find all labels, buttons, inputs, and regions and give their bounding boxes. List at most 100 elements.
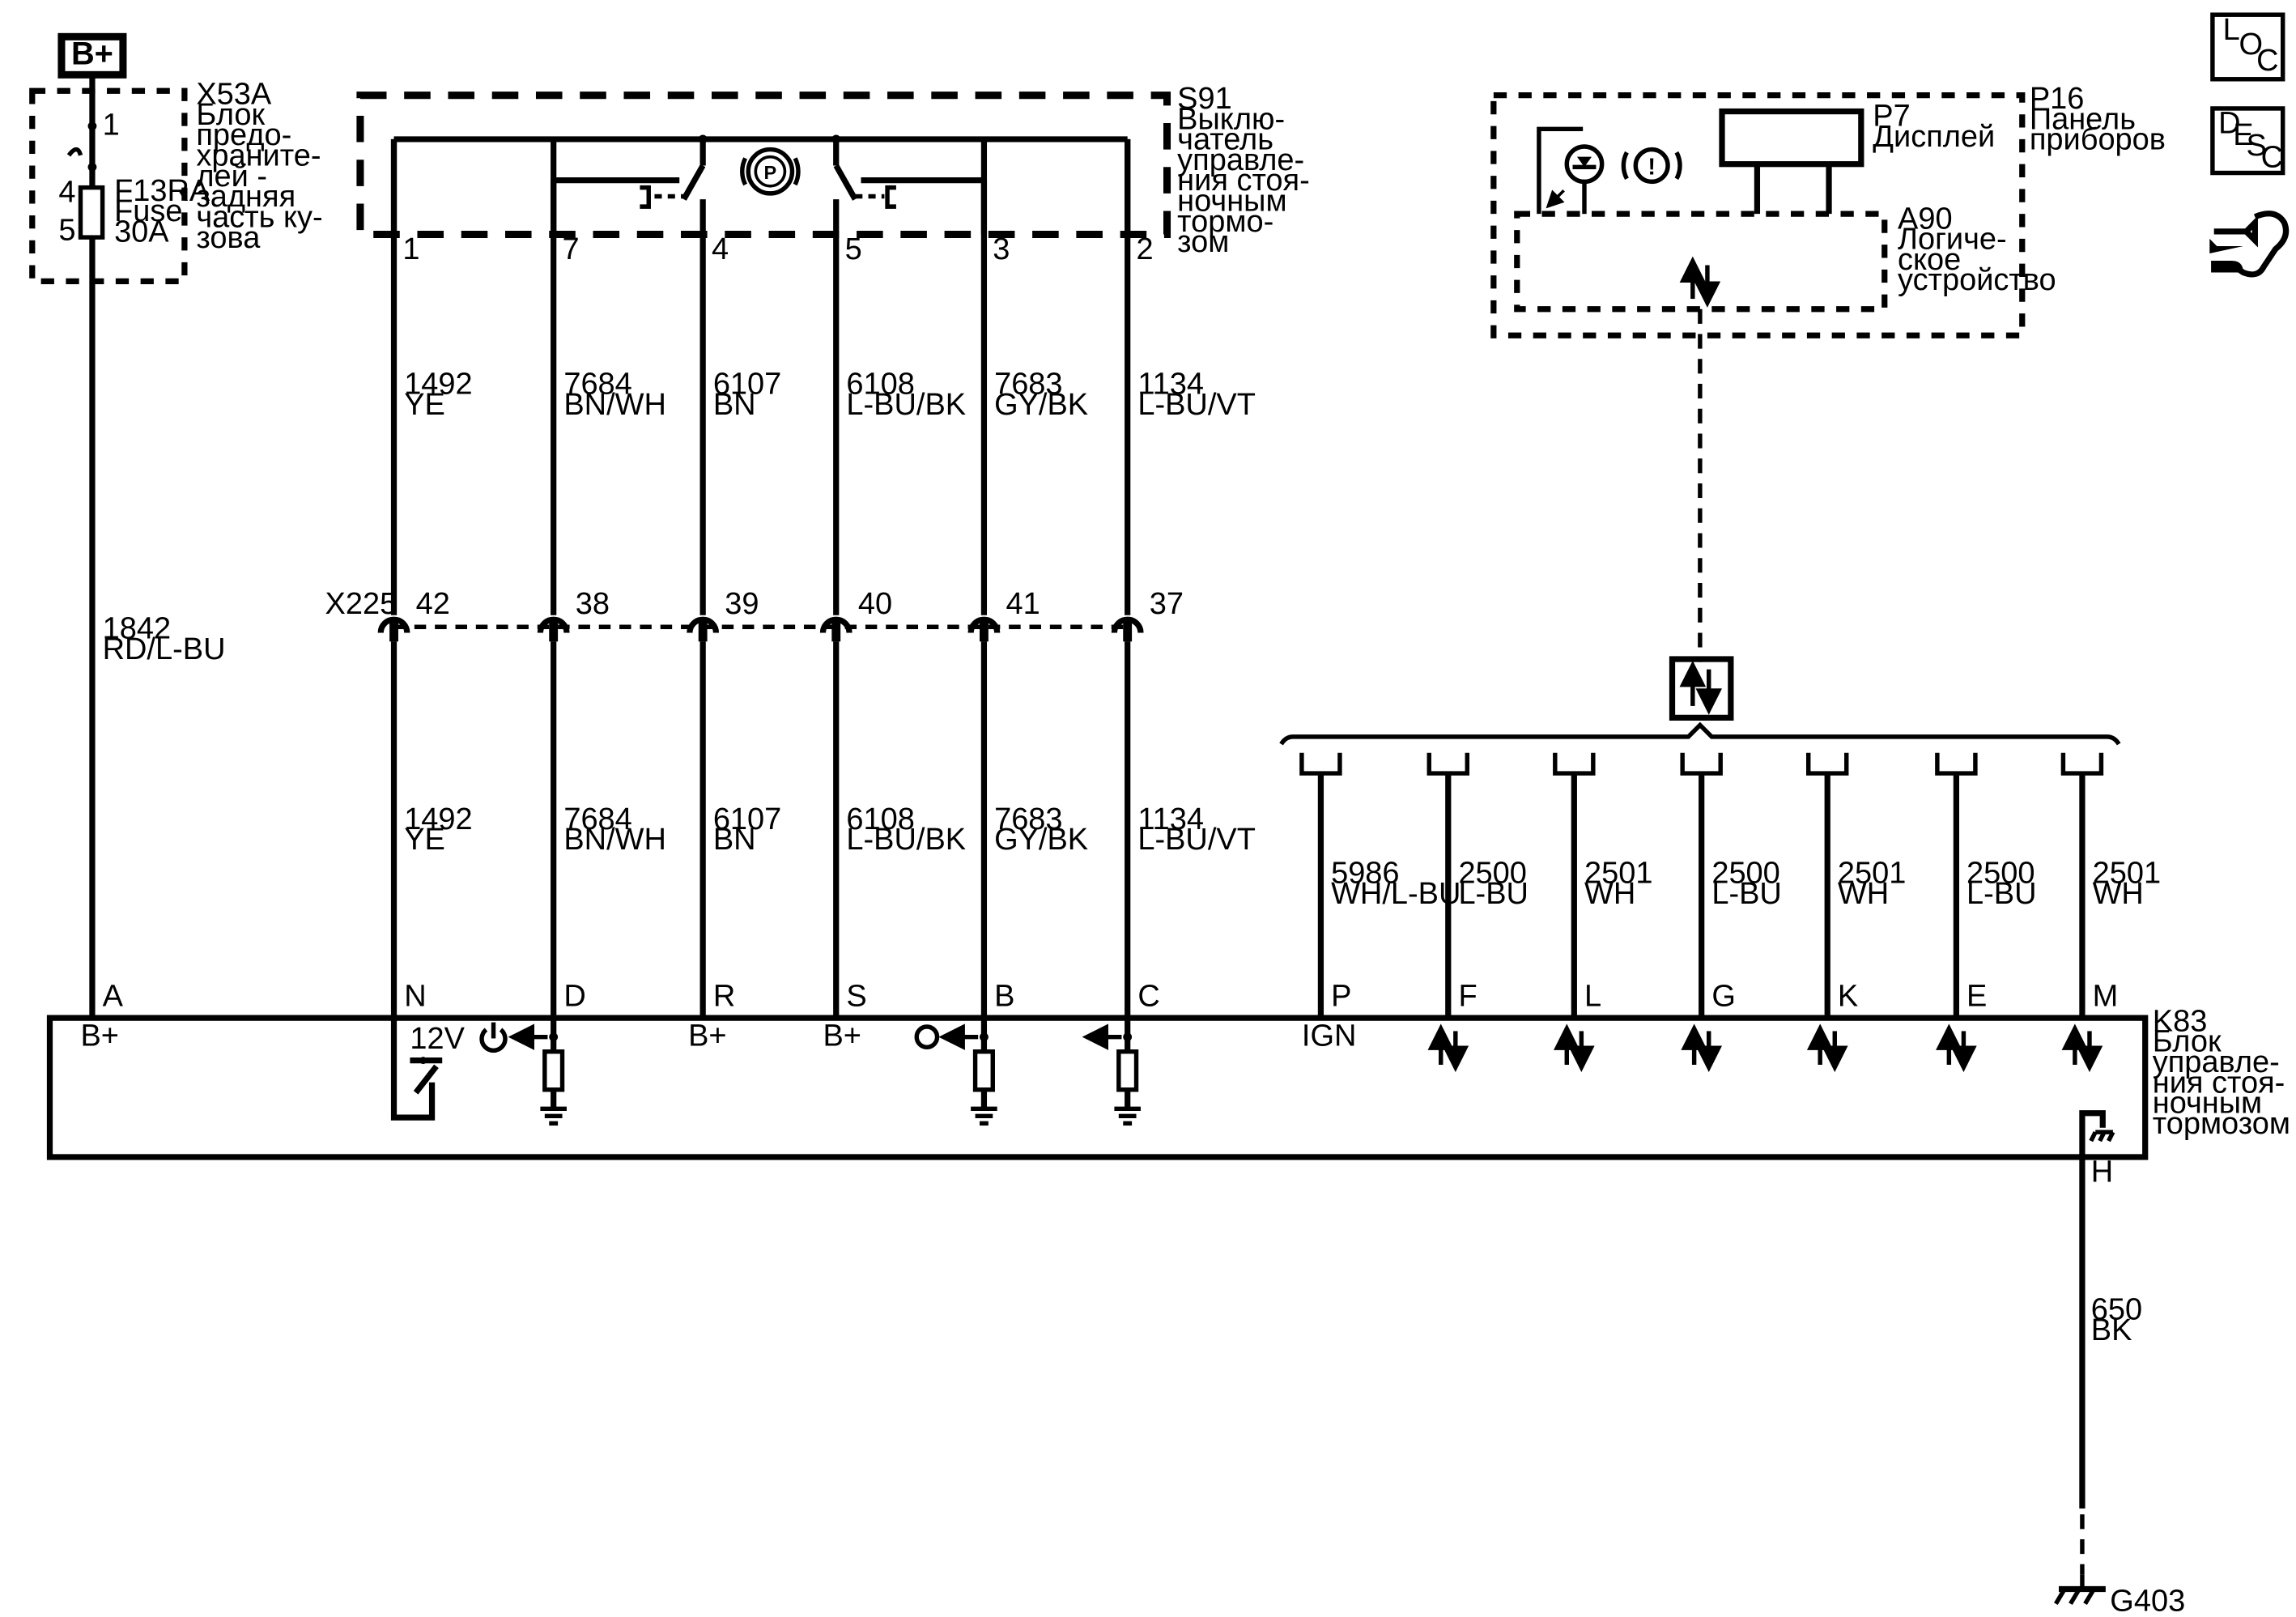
wire-color-label: WH	[2093, 877, 2144, 911]
fuse-block-desc-line: зова	[196, 221, 261, 255]
svg-text:P: P	[764, 162, 777, 183]
svg-text:Дисплей: Дисплей	[1873, 120, 1995, 154]
connector-pin	[389, 620, 398, 642]
svg-text:12V: 12V	[410, 1022, 465, 1056]
svg-text:B+: B+	[80, 1019, 119, 1053]
svg-text:E: E	[2233, 118, 2253, 152]
svg-text:Fuse: Fuse	[114, 194, 182, 228]
wire-color-label: L-BU/BK	[846, 823, 966, 857]
wire-color-label: BN	[713, 823, 756, 857]
connector-terminal	[1111, 616, 1144, 633]
svg-text:ское: ское	[1898, 243, 1961, 277]
bus-splice-terminal	[1299, 752, 1342, 776]
connector-tool-icon[interactable]	[2209, 211, 2290, 278]
wire-color-label: GY/BK	[994, 388, 1088, 422]
pull-down-input	[938, 1018, 997, 1126]
wire-number-label: 7683	[994, 802, 1062, 836]
svg-text:IGN: IGN	[1302, 1019, 1357, 1053]
wire-color-label: L-BU/VT	[1137, 388, 1256, 422]
wire-color-label: L-BU	[1458, 877, 1529, 911]
wire-number-label: 2501	[1584, 857, 1652, 891]
module-pin-label: B	[994, 980, 1014, 1014]
wire-number-label: 2501	[2093, 857, 2161, 891]
svg-text:G403: G403	[2110, 1585, 2185, 1617]
status-indicator-icon	[914, 1024, 940, 1050]
connector-terminal	[819, 616, 852, 633]
svg-text:X53A: X53A	[196, 78, 272, 112]
wire-number-label: 1492	[404, 802, 472, 836]
wire-number-label: 7683	[994, 368, 1062, 402]
connector-pin	[549, 620, 559, 642]
svg-text:P7: P7	[1873, 100, 1910, 134]
connector-pin	[980, 620, 989, 642]
module-desc-line: ния стоя-	[2153, 1066, 2285, 1100]
wire-color-label: WH/L-BU	[1331, 877, 1461, 911]
desc-icon[interactable]: D E S C	[2210, 106, 2285, 176]
module-pin-label: R	[713, 980, 735, 1014]
loc-icon[interactable]: L O C	[2210, 12, 2285, 82]
svg-text:K83: K83	[2153, 1004, 2208, 1038]
svg-text:C: C	[2261, 140, 2283, 174]
fuse-block-desc-line: Блок	[196, 98, 265, 132]
connector-pin-label: 38	[576, 587, 610, 621]
wire-number-label: 6107	[713, 802, 781, 836]
bidirectional-arrow-icon	[2061, 1023, 2103, 1073]
switch-desc-line: управле-	[1177, 143, 1304, 177]
module-ground: H	[2079, 1110, 2115, 1189]
display-p7: P7 Дисплей	[1719, 100, 1995, 215]
logic-unit-a90: A90 Логиче- ское устройство	[1514, 202, 2056, 313]
switch-desc-line: зом	[1177, 225, 1229, 259]
connector-terminal	[377, 616, 410, 633]
svg-text:S: S	[2247, 129, 2267, 163]
wire-number-label: 2501	[1838, 857, 1906, 891]
harness-wires: 1492YE1492YE7684BN/WH7684BN/WH6107BN6107…	[390, 138, 1256, 1019]
module-pin-label: C	[1137, 980, 1159, 1014]
switch-desc-line: ния стоя-	[1177, 164, 1310, 198]
connector-terminal	[967, 616, 1001, 633]
module-desc-line: ночным	[2153, 1087, 2262, 1121]
switch-desc-line: чатель	[1177, 123, 1273, 157]
connector-pin	[831, 620, 841, 642]
parking-brake-p-icon: P	[740, 147, 801, 196]
power-source: B+	[57, 32, 127, 79]
connector-terminal	[687, 616, 720, 633]
ground-g403: 650 BK G403	[2054, 1156, 2185, 1617]
wire-color-label: GY/BK	[994, 823, 1088, 857]
serial-data-splice: 5986WH/L-BU2500L-BU2501WH2500L-BU2501WH2…	[1279, 656, 2161, 1019]
svg-text:1: 1	[103, 109, 120, 143]
wire-color-label: L-BU/VT	[1137, 823, 1256, 857]
wire-color-label: WH	[1584, 877, 1635, 911]
module-pin-label: F	[1458, 980, 1477, 1014]
fuse-block-desc-line: лей -	[196, 160, 267, 194]
svg-text:!: !	[1648, 154, 1656, 180]
module-pin-label: N	[404, 980, 426, 1014]
bidirectional-arrow-icon	[1554, 1023, 1595, 1073]
connector-pin	[1123, 620, 1133, 642]
svg-text:A90: A90	[1898, 202, 1953, 236]
svg-text:4: 4	[58, 176, 75, 210]
switch-pin-label: 1	[402, 232, 419, 266]
switch-pin-label: 3	[993, 232, 1010, 266]
wire-color-label: L-BU	[1711, 877, 1782, 911]
wire-number-label: 5986	[1331, 857, 1399, 891]
wire-number-label: 7684	[563, 802, 631, 836]
svg-text:O: O	[2239, 28, 2263, 62]
wire-number-label: 6108	[846, 368, 914, 402]
svg-text:L: L	[2223, 13, 2240, 47]
bus-splice-terminal	[1680, 752, 1723, 776]
svg-text:650: 650	[2091, 1293, 2142, 1327]
fuse-block-x53a: 1 4 5 F13RA Fuse 30A X53A Блокпредо-хран…	[29, 74, 323, 1019]
wire-number-label: 6108	[846, 802, 914, 836]
bus-splice-terminal	[1553, 752, 1596, 776]
svg-text:B+: B+	[688, 1019, 727, 1053]
module-pin-label: S	[846, 980, 866, 1014]
bus-splice-terminal	[1805, 752, 1849, 776]
module-pin-label: D	[563, 980, 585, 1014]
svg-text:B+: B+	[823, 1019, 861, 1053]
bus-splice-terminal	[1426, 752, 1470, 776]
data-bidirectional-icon	[1679, 256, 1721, 308]
wire-number-label: 1134	[1137, 368, 1204, 402]
module-pin-label: G	[1711, 980, 1736, 1014]
ignition-relay-contact	[390, 1018, 443, 1121]
svg-text:S91: S91	[1177, 82, 1232, 116]
